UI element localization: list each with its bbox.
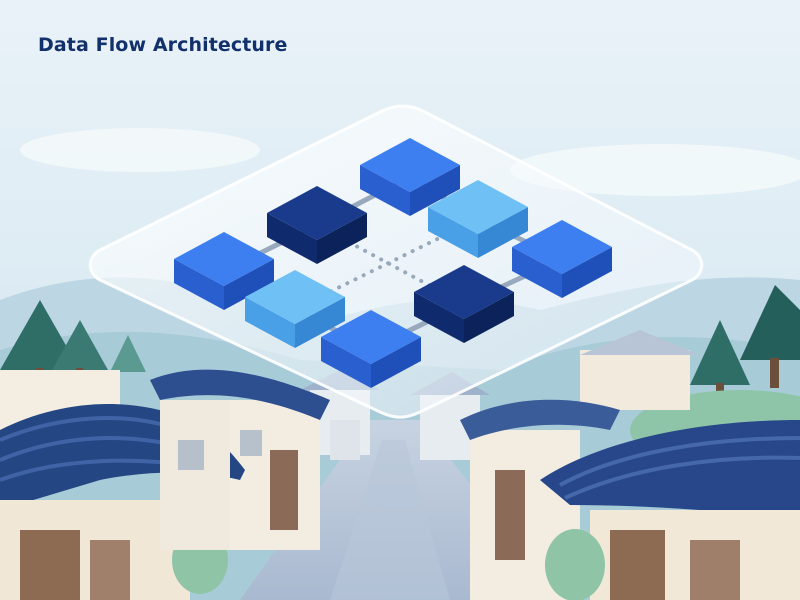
hanok-roof-icon [150, 369, 330, 420]
clouds [20, 128, 800, 196]
block-bottom [321, 310, 421, 388]
block-center-right [414, 265, 514, 343]
house-right-front [590, 510, 800, 600]
block-left [174, 232, 274, 310]
street-road-path [330, 440, 450, 600]
block-upper-left [267, 186, 367, 264]
hanok-roof-icon [540, 420, 800, 520]
house-left-back [0, 370, 360, 550]
pine-tree-icon [110, 335, 146, 372]
glass-panel [88, 104, 704, 419]
hanok-roof-icon [460, 399, 620, 440]
house-left-front [0, 500, 190, 600]
house-center-left [160, 400, 230, 550]
connector-upper-right-to-center-left [293, 217, 480, 311]
block-top [360, 138, 460, 216]
block-upper-right [428, 180, 528, 258]
page-title: Data Flow Architecture [38, 34, 288, 56]
block-center-left [245, 270, 345, 348]
pine-tree-icon [740, 285, 800, 388]
shrub-right [545, 529, 605, 600]
window [178, 440, 204, 470]
blocks [174, 138, 612, 388]
block-right [512, 220, 612, 298]
